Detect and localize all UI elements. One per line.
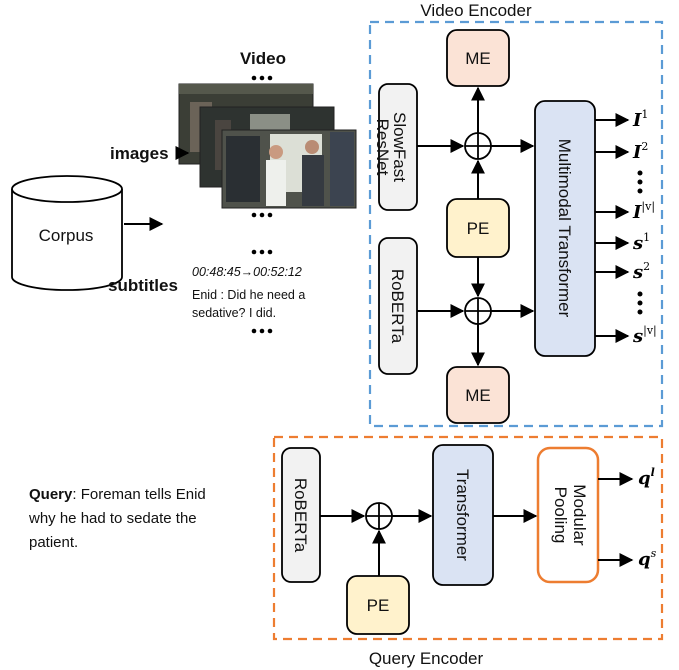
query-text-line-1: Query: Foreman tells Enid bbox=[29, 486, 206, 503]
images-label: images bbox=[110, 144, 169, 163]
modular-pooling-label-2: Pooling bbox=[551, 487, 570, 544]
multimodal-transformer-box bbox=[534, 100, 596, 357]
output-sv: s|v| bbox=[632, 324, 657, 347]
video-frames-stack bbox=[178, 83, 357, 209]
subtitle-timestamp: 00:48:45→00:52:12 bbox=[192, 265, 302, 279]
subtitle-top-ellipsis bbox=[251, 249, 273, 255]
video-roberta-label: RoBERTa bbox=[388, 269, 407, 344]
subtitle-bottom-ellipsis bbox=[251, 328, 273, 334]
video-top-ellipsis bbox=[251, 75, 273, 81]
output-ql: ql bbox=[638, 466, 655, 489]
query-label: Query bbox=[29, 486, 73, 503]
query-pe-label: PE bbox=[367, 596, 390, 615]
corpus-label: Corpus bbox=[39, 226, 94, 245]
video-encoder-title: Video Encoder bbox=[420, 1, 532, 20]
corpus-cylinder bbox=[11, 175, 123, 291]
plus-node-top bbox=[464, 132, 492, 160]
video-pe-label: PE bbox=[467, 219, 490, 238]
output-qs: qs bbox=[638, 547, 657, 570]
output-subtitle-ellipsis bbox=[637, 291, 643, 315]
video-label: Video bbox=[240, 49, 286, 68]
subtitles-label: subtitles bbox=[108, 276, 178, 295]
multimodal-transformer-label: Multimodal Transformer bbox=[555, 139, 574, 318]
query-text-line-2: why he had to sedate the bbox=[28, 510, 197, 527]
me-top-box bbox=[446, 29, 510, 87]
modular-pooling-box bbox=[536, 446, 600, 584]
output-s1: s1 bbox=[632, 231, 650, 254]
video-roberta-box bbox=[378, 237, 418, 375]
query-transformer-label: Transformer bbox=[453, 469, 472, 561]
query-encoder-frame bbox=[272, 435, 664, 641]
output-iv: I|v| bbox=[632, 200, 655, 223]
modular-pooling-label-1: Modular bbox=[570, 484, 589, 546]
output-image-ellipsis bbox=[637, 170, 643, 194]
me-top-label: ME bbox=[465, 49, 491, 68]
query-text-line-3: patient. bbox=[29, 534, 78, 551]
query-encoder-title: Query Encoder bbox=[369, 649, 484, 668]
subtitle-line-1: Enid : Did he need a bbox=[192, 288, 305, 302]
plus-node-bottom bbox=[464, 297, 492, 325]
subtitle-line-2: sedative? I did. bbox=[192, 306, 276, 320]
resnet-label: ResNet bbox=[373, 119, 392, 176]
output-i2: I2 bbox=[632, 140, 648, 163]
me-bottom-box bbox=[446, 366, 510, 424]
slowfast-label: SlowFast bbox=[390, 112, 409, 182]
video-encoder-frame bbox=[368, 20, 664, 428]
query-plus-node bbox=[365, 502, 393, 530]
video-mid-ellipsis bbox=[251, 212, 273, 218]
output-s2: s2 bbox=[632, 260, 650, 283]
query-roberta-label: RoBERTa bbox=[291, 478, 310, 553]
output-i1: I1 bbox=[632, 108, 648, 131]
me-bottom-label: ME bbox=[465, 386, 491, 405]
